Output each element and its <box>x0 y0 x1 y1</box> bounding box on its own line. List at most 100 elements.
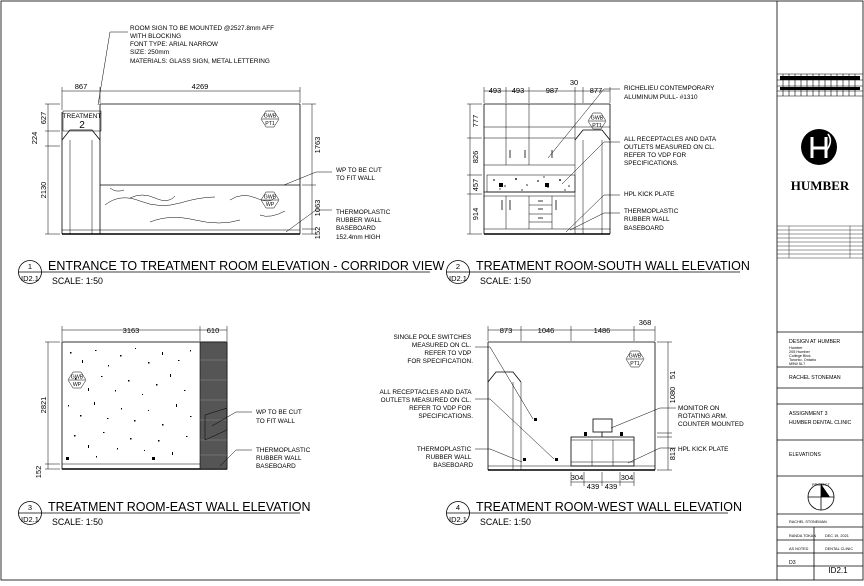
designer-name: RACHEL STONEMAN <box>789 375 841 381</box>
title-block: HUMBER DESIGN AT HUMBER Hum <box>777 73 863 580</box>
dimension-label: 4269 <box>192 82 209 91</box>
dimension-label: 152 <box>34 466 43 479</box>
svg-text:PROJECT: PROJECT <box>812 483 830 487</box>
svg-text:PT1: PT1 <box>592 123 602 129</box>
annotation-note: THERMOPLASTIC RUBBER WALL BASEBOARD <box>624 208 680 232</box>
drawing-number: ID2.1 <box>828 566 848 575</box>
dimension-label: 2821 <box>39 397 48 414</box>
dimension-label: 493 <box>512 86 525 95</box>
dimension-label: 51 <box>668 371 677 379</box>
view-title: 1 ID2.1 ENTRANCE TO TREATMENT ROOM ELEVA… <box>18 259 445 286</box>
dimension-label: 1080 <box>668 387 677 404</box>
wallpaper-pattern <box>66 348 192 460</box>
north-arrow-icon: PROJECT <box>807 483 835 511</box>
svg-text:GWB: GWB <box>629 354 642 360</box>
dimension-label: 813 <box>668 448 677 461</box>
dimension-label: 987 <box>546 86 559 95</box>
view-2-elevation: GWB PT1 493 493 987 30 877 777 826 457 9… <box>446 78 750 286</box>
material-tag: GWB WP <box>67 371 87 389</box>
room-sign-label: TREATMENT <box>63 113 102 120</box>
dimension-label: 1046 <box>538 326 555 335</box>
sheet-reference: ID2.1 <box>21 274 39 283</box>
annotation-note: THERMOPLASTIC RUBBER WALL BASEBOARD <box>417 446 473 469</box>
sheet-reference: ID2.1 <box>449 515 467 524</box>
annotation-note: RICHELIEU CONTEMPORARY ALUMINUM PULL- #1… <box>624 85 716 101</box>
view-number: 2 <box>456 262 460 271</box>
view-title-text: TREATMENT ROOM-WEST WALL ELEVATION <box>476 500 742 514</box>
annotation-note: WP TO BE CUT TO FIT WALL <box>336 167 383 182</box>
annotation-note: HPL KICK PLATE <box>678 446 728 453</box>
dimension-label: 152 <box>313 227 322 240</box>
svg-text:GWB: GWB <box>591 116 604 122</box>
sheet-number: D3 <box>789 560 796 566</box>
drawn-by: RACHEL STONEMAN <box>789 520 827 524</box>
revision-table <box>777 225 863 259</box>
view-4-elevation: GWB PT1 873 1046 1486 368 1080 51 813 30… <box>379 318 744 527</box>
svg-text:PT1: PT1 <box>265 121 275 127</box>
svg-text:WP: WP <box>266 202 275 208</box>
client-name: DENTAL CLINIC <box>825 547 853 551</box>
material-tag: GWB PT1 <box>625 350 645 368</box>
dimension-label: 224 <box>30 132 39 145</box>
dimension-label: 610 <box>207 326 220 335</box>
room-sign <box>62 110 102 132</box>
dimension-label: 30 <box>570 78 578 87</box>
annotation-note: MONITOR ON ROTATING ARM. COUNTER MOUNTED <box>678 405 744 428</box>
dimension-label: 867 <box>75 82 88 91</box>
view-scale: SCALE: 1:50 <box>480 517 531 527</box>
svg-text:GWB: GWB <box>264 195 277 201</box>
dimension-label: 457 <box>471 179 480 192</box>
dimension-label: 777 <box>471 115 480 128</box>
logo-text: HUMBER <box>791 178 850 193</box>
view-3-elevation: GWB WP 3163 610 2821 152 WP TO BE CUT TO… <box>18 326 312 527</box>
dimension-label: 439 <box>605 482 618 491</box>
sheet-reference: ID2.1 <box>449 274 467 283</box>
dimension-label: 2130 <box>39 182 48 199</box>
room-sign-number: 2 <box>79 120 85 131</box>
dimension-label: 1486 <box>594 326 611 335</box>
annotation-note: ALL RECEPTACLES AND DATA OUTLETS MEASURE… <box>624 136 718 167</box>
annotation-note: WP TO BE CUT TO FIT WALL <box>256 409 303 425</box>
dimension-label: 304 <box>571 473 584 482</box>
dimension-label: 368 <box>639 318 652 327</box>
view-title-text: TREATMENT ROOM-EAST WALL ELEVATION <box>48 500 311 514</box>
annotation-note: SINGLE POLE SWITCHES MEASURED ON CL. REF… <box>393 334 473 365</box>
dimension-label: 627 <box>39 112 48 125</box>
dimension-label: 826 <box>471 151 480 164</box>
view-scale: SCALE: 1:50 <box>52 517 103 527</box>
checked-by: RANDA TOKAN <box>789 534 816 538</box>
material-tag: GWB WP <box>260 191 280 209</box>
dimension-label: 304 <box>621 473 634 482</box>
dimension-label: 1063 <box>313 200 322 217</box>
material-tag: GWB PT1 <box>587 112 607 130</box>
drawing-title: ELEVATIONS <box>789 452 821 458</box>
annotation-note: HPL KICK PLATE <box>624 191 674 198</box>
humber-logo: HUMBER <box>791 129 850 193</box>
project-name: ASSIGNMENT 3 HUMBER DENTAL CLINIC <box>789 411 852 426</box>
view-title-text: TREATMENT ROOM-SOUTH WALL ELEVATION <box>476 259 750 273</box>
issue-date: DEC 19, 2021 <box>825 534 849 538</box>
scale-value: AS NOTED <box>789 547 809 551</box>
dimension-label: 493 <box>489 86 502 95</box>
annotation-note: THERMOPLASTIC RUBBER WALL BASEBOARD 152.… <box>336 209 392 241</box>
svg-text:GWB: GWB <box>264 114 277 120</box>
view-number: 1 <box>28 262 32 271</box>
view-scale: SCALE: 1:50 <box>52 276 103 286</box>
view-number: 4 <box>456 503 460 512</box>
view-title: 3 ID2.1 TREATMENT ROOM-EAST WALL ELEVATI… <box>18 500 311 527</box>
firm-address: Humber 205 Humber College Blvd. Toronto,… <box>789 346 817 366</box>
material-tag: GWB PT1 <box>260 110 280 128</box>
monitor <box>592 418 613 433</box>
view-title-text: ENTRANCE TO TREATMENT ROOM ELEVATION - C… <box>48 259 445 273</box>
annotation-note: ROOM SIGN TO BE MOUNTED @2527.8mm AFF WI… <box>130 25 276 65</box>
annotation-note: THERMOPLASTIC RUBBER WALL BASEBOARD <box>256 447 312 470</box>
dimension-label: 439 <box>587 482 600 491</box>
view-number: 3 <box>28 503 32 512</box>
counter <box>570 436 635 467</box>
svg-text:WP: WP <box>73 382 82 388</box>
dimension-label: 877 <box>590 86 603 95</box>
sheet-reference: ID2.1 <box>21 515 39 524</box>
view-title: 2 ID2.1 TREATMENT ROOM-SOUTH WALL ELEVAT… <box>446 259 750 286</box>
firm-name: DESIGN AT HUMBER <box>789 339 840 345</box>
dimension-label: 3163 <box>123 326 140 335</box>
